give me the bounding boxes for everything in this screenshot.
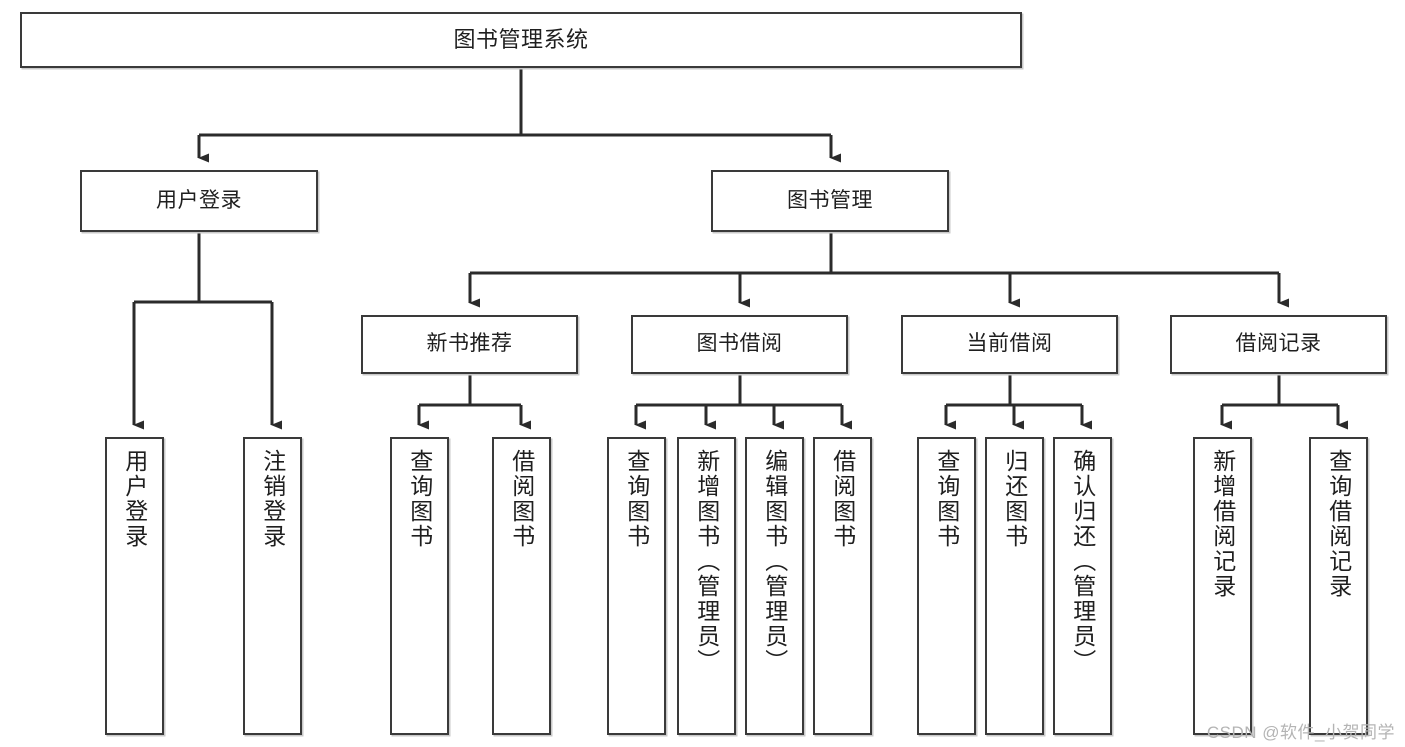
node-leaf-query-book-2[interactable]: 查询图书 (607, 437, 666, 735)
node-leaf-add-record-label: 新增借阅记录 (1209, 449, 1236, 599)
node-leaf-query-record[interactable]: 查询借阅记录 (1309, 437, 1368, 735)
node-leaf-borrow-book-2-label: 借阅图书 (829, 449, 856, 549)
node-root-label: 图书管理系统 (453, 27, 589, 53)
node-leaf-return-book[interactable]: 归还图书 (985, 437, 1044, 735)
node-book-manage-label: 图书管理 (787, 188, 873, 212)
node-current-borrow[interactable]: 当前借阅 (901, 315, 1118, 374)
node-leaf-logout-label: 注销登录 (259, 449, 286, 549)
node-leaf-query-book-1-label: 查询图书 (406, 449, 433, 549)
node-book-borrow-label: 图书借阅 (696, 332, 783, 356)
node-leaf-query-book-3[interactable]: 查询图书 (917, 437, 976, 735)
node-leaf-add-book-label: 新增图书（管理员） (693, 449, 720, 674)
node-book-borrow[interactable]: 图书借阅 (631, 315, 848, 374)
watermark-text: CSDN @软件_小贺同学 (1206, 723, 1395, 742)
node-borrow-record-label: 借阅记录 (1235, 332, 1322, 356)
node-leaf-query-book-2-label: 查询图书 (623, 449, 650, 549)
node-leaf-add-record[interactable]: 新增借阅记录 (1193, 437, 1252, 735)
node-book-manage[interactable]: 图书管理 (711, 170, 949, 232)
node-leaf-query-book-3-label: 查询图书 (933, 449, 960, 549)
node-leaf-logout[interactable]: 注销登录 (243, 437, 302, 735)
node-leaf-edit-book[interactable]: 编辑图书（管理员） (745, 437, 804, 735)
node-new-book-rec-label: 新书推荐 (426, 332, 513, 356)
node-leaf-edit-book-label: 编辑图书（管理员） (761, 449, 788, 674)
node-leaf-borrow-book-1-label: 借阅图书 (508, 449, 535, 549)
node-leaf-confirm-return-label: 确认归还（管理员） (1069, 449, 1096, 674)
node-user-login[interactable]: 用户登录 (80, 170, 318, 232)
node-leaf-query-book-1[interactable]: 查询图书 (390, 437, 449, 735)
node-current-borrow-label: 当前借阅 (966, 332, 1053, 356)
node-leaf-confirm-return[interactable]: 确认归还（管理员） (1053, 437, 1112, 735)
node-borrow-record[interactable]: 借阅记录 (1170, 315, 1387, 374)
node-leaf-borrow-book-1[interactable]: 借阅图书 (492, 437, 551, 735)
node-leaf-user-login-label: 用户登录 (121, 449, 148, 549)
node-leaf-borrow-book-2[interactable]: 借阅图书 (813, 437, 872, 735)
node-user-login-label: 用户登录 (156, 188, 242, 212)
node-leaf-add-book[interactable]: 新增图书（管理员） (677, 437, 736, 735)
node-leaf-query-record-label: 查询借阅记录 (1325, 449, 1352, 599)
node-root[interactable]: 图书管理系统 (20, 12, 1022, 68)
node-leaf-return-book-label: 归还图书 (1001, 449, 1028, 549)
node-leaf-user-login[interactable]: 用户登录 (105, 437, 164, 735)
node-new-book-rec[interactable]: 新书推荐 (361, 315, 578, 374)
